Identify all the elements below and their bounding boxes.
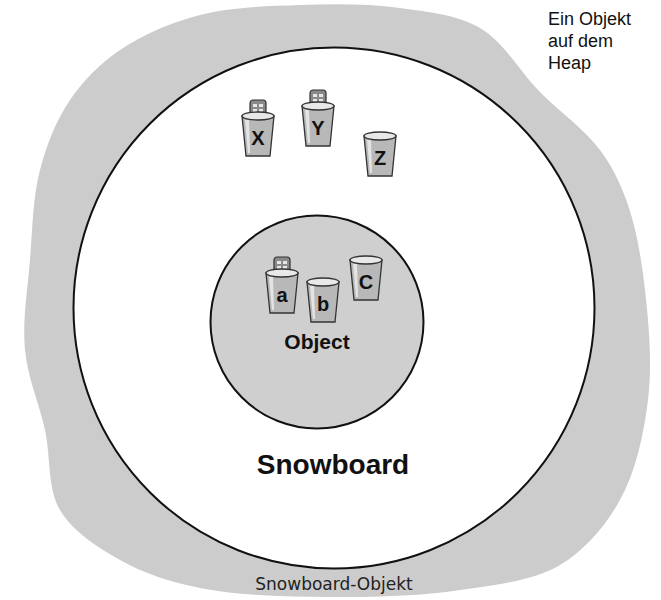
- object-label: Snowboard-Objekt: [255, 574, 412, 594]
- remote-button: [283, 261, 287, 264]
- variable-cup: Y: [298, 88, 338, 148]
- cup-body: [364, 136, 396, 176]
- circle-outline: [211, 216, 424, 429]
- variable-cup: a: [262, 255, 302, 315]
- cup-highlight: [269, 277, 274, 310]
- variable-letter: Z: [374, 147, 386, 170]
- remote-button: [313, 94, 317, 97]
- cup-rim: [242, 112, 274, 120]
- cup-highlight: [245, 120, 250, 153]
- cup-rim: [302, 102, 334, 110]
- variable-cup: Z: [360, 118, 400, 178]
- object-label: Object: [284, 330, 349, 354]
- remote-button: [319, 94, 323, 97]
- cup-rim: [350, 256, 382, 264]
- circle-outline: [74, 48, 595, 569]
- object-label: Snowboard: [257, 449, 409, 481]
- variable-letter: C: [359, 271, 373, 294]
- cup-rim: [266, 269, 298, 277]
- variable-letter: b: [317, 293, 329, 316]
- variable-cup: X: [238, 98, 278, 158]
- cup-body: [307, 282, 339, 322]
- heap-note: Ein Objekt auf dem Heap: [548, 8, 644, 74]
- cup-highlight: [305, 110, 310, 143]
- cup-highlight: [310, 286, 315, 319]
- cup-rim: [307, 278, 339, 286]
- cup-body: [350, 260, 382, 300]
- cup-body: [242, 116, 274, 156]
- remote-button: [259, 104, 263, 107]
- cup-body: [302, 106, 334, 146]
- variable-cup: b: [303, 264, 343, 324]
- remote-button: [277, 261, 281, 264]
- variable-letter: Y: [311, 117, 324, 140]
- superclass-core: Object a b C: [209, 214, 425, 430]
- cup-body: [266, 273, 298, 313]
- remote-button: [253, 104, 257, 107]
- variable-cup: C: [346, 242, 386, 302]
- cup-highlight: [367, 140, 372, 173]
- variable-letter: X: [251, 127, 264, 150]
- cup-highlight: [353, 264, 358, 297]
- class-ring: Snowboard X Y Z Object a b C: [72, 46, 596, 570]
- cup-rim: [364, 132, 396, 140]
- variable-letter: a: [276, 284, 287, 307]
- heap-shape: [24, 4, 650, 597]
